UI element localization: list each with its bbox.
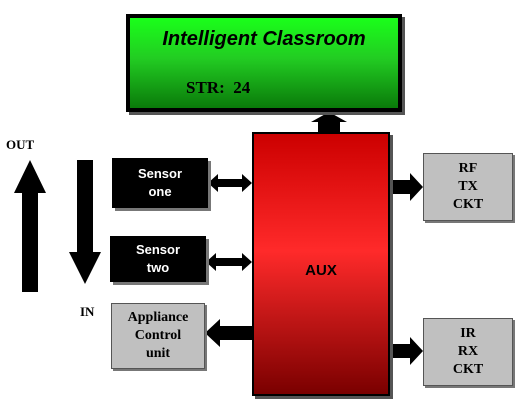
ir-line3: CKT bbox=[452, 362, 484, 377]
ir-rx-ckt-block: IR RX CKT bbox=[423, 318, 513, 386]
sensor-two-line1: Sensor bbox=[135, 242, 181, 257]
appliance-line2: Control bbox=[134, 328, 182, 343]
str-label: STR: bbox=[186, 78, 225, 97]
rf-tx-ckt-block: RF TX CKT bbox=[423, 153, 513, 221]
out-arrow bbox=[14, 160, 46, 292]
lcd-display: Intelligent Classroom STR: 24 bbox=[126, 14, 402, 112]
sensor-two-block: Sensor two bbox=[110, 236, 206, 282]
ir-line1: IR bbox=[460, 326, 476, 341]
in-label: IN bbox=[80, 304, 95, 319]
appliance-line1: Appliance bbox=[127, 310, 189, 325]
display-str-readout: STR: 24 bbox=[186, 78, 250, 98]
sensor-one-aux-arrow bbox=[208, 174, 252, 192]
aux-to-appliance-arrow bbox=[205, 319, 252, 347]
sensor-one-line1: Sensor bbox=[137, 166, 183, 181]
aux-block: AUX bbox=[252, 132, 390, 396]
rf-line2: TX bbox=[458, 179, 478, 194]
aux-to-display-arrow bbox=[311, 112, 347, 134]
appliance-line3: unit bbox=[145, 346, 171, 361]
ir-line2: RX bbox=[457, 344, 479, 359]
str-value: 24 bbox=[233, 78, 251, 97]
sensor-one-block: Sensor one bbox=[112, 158, 208, 208]
rf-line3: CKT bbox=[452, 197, 484, 212]
sensor-two-aux-arrow bbox=[206, 253, 252, 271]
display-title: Intelligent Classroom bbox=[162, 28, 366, 50]
aux-to-ir-arrow bbox=[390, 337, 423, 365]
out-label: OUT bbox=[6, 137, 35, 152]
rf-line1: RF bbox=[458, 161, 478, 176]
aux-label: AUX bbox=[305, 262, 337, 279]
appliance-control-unit-block: Appliance Control unit bbox=[111, 303, 205, 369]
aux-to-rf-arrow bbox=[390, 173, 423, 201]
in-arrow bbox=[69, 160, 101, 284]
sensor-one-line2: one bbox=[148, 184, 172, 199]
sensor-two-line2: two bbox=[146, 260, 170, 275]
